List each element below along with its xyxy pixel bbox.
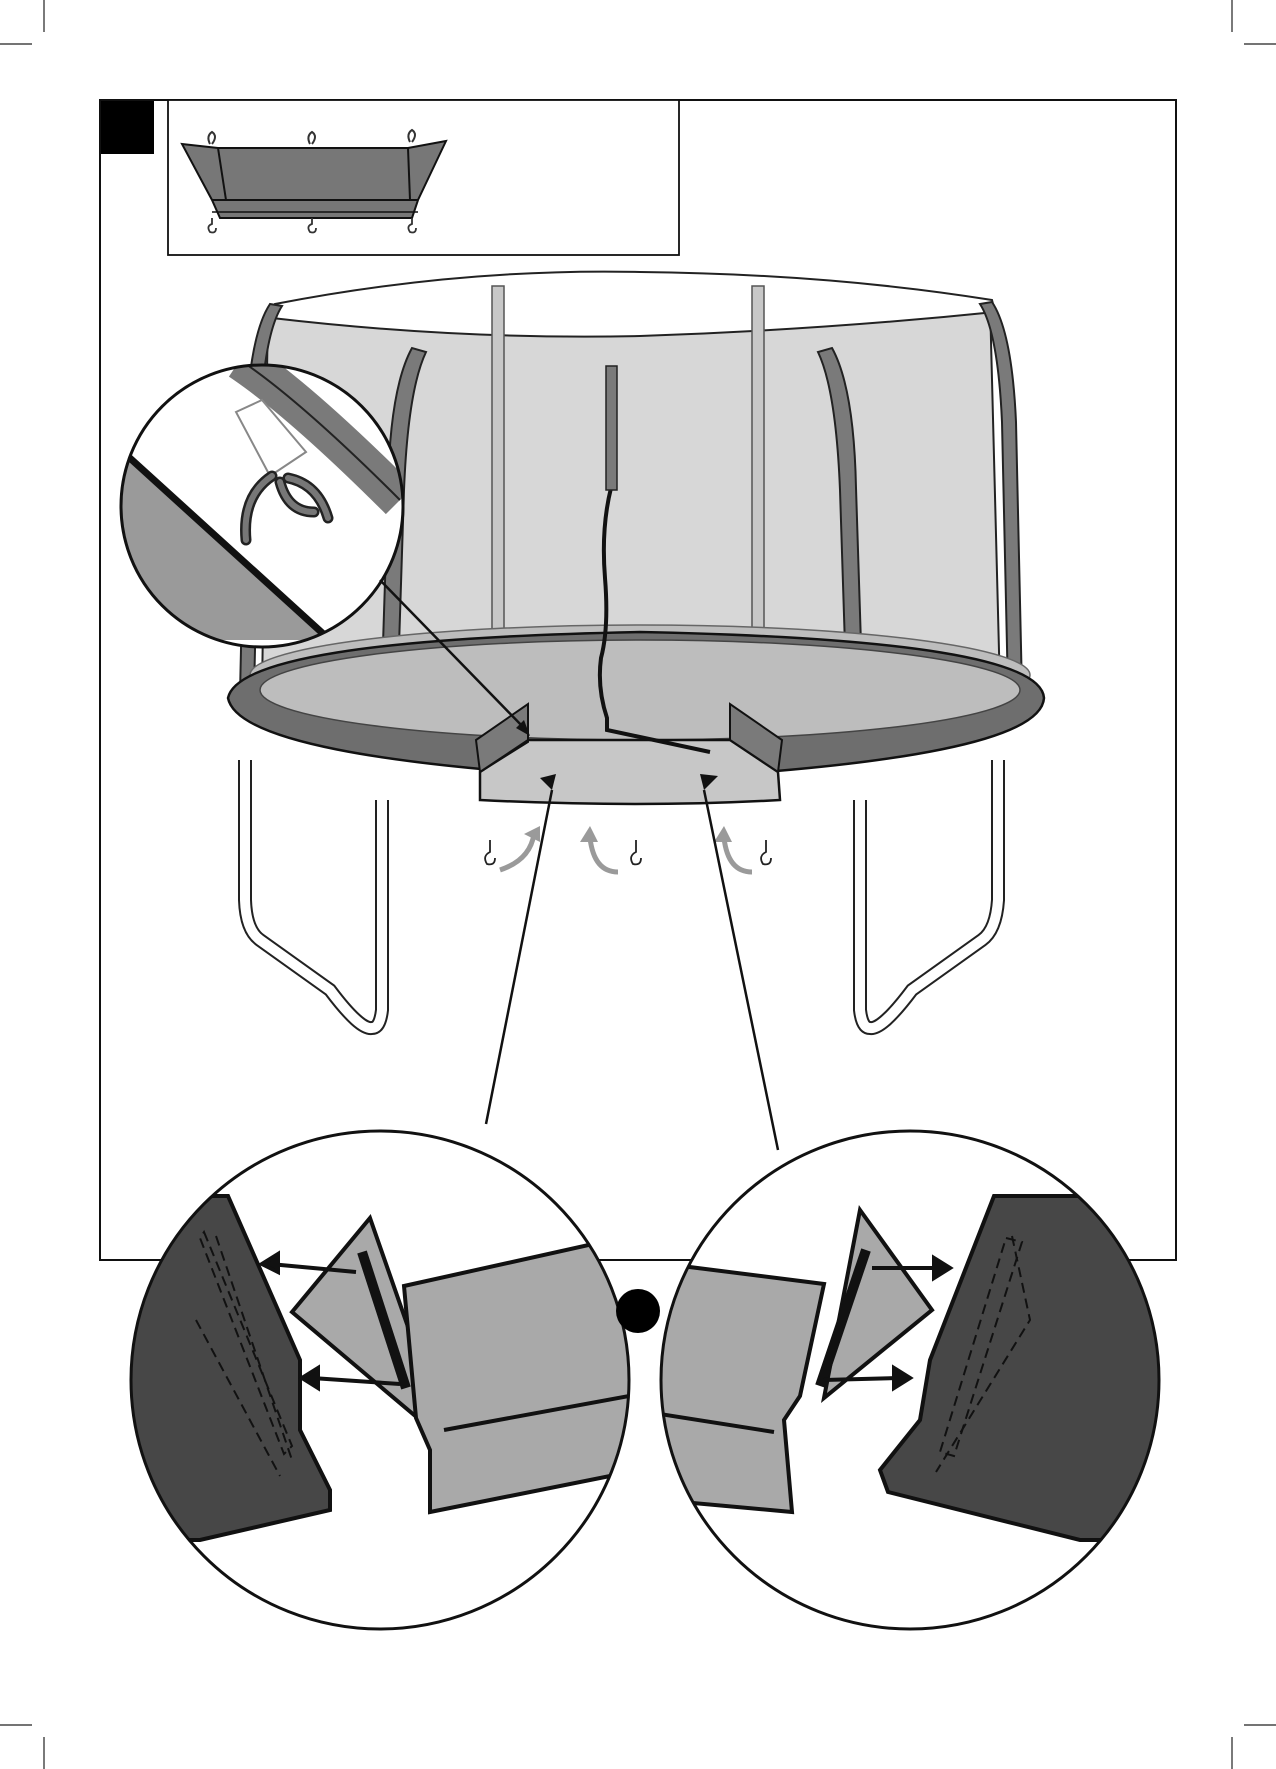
trampoline-illustration <box>228 272 1044 1028</box>
leader-line <box>486 790 552 1124</box>
step-badge <box>101 101 154 154</box>
net-door-panel <box>480 740 780 804</box>
page-number-badge <box>616 1289 660 1333</box>
right-flap-insertion-detail <box>650 1131 1180 1629</box>
left-flap-insertion-detail <box>120 1131 640 1629</box>
net-panel-inset <box>168 100 679 255</box>
